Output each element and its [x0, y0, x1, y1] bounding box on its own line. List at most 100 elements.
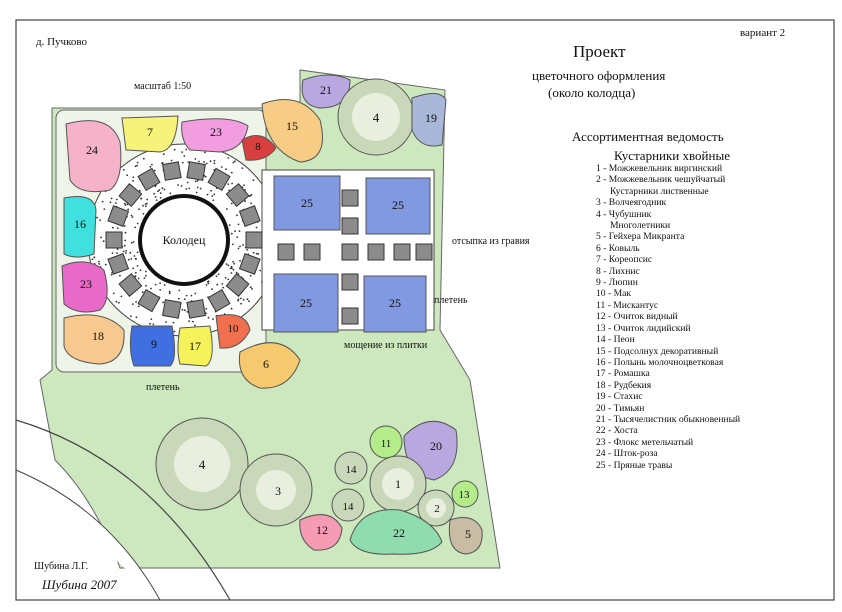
legend-item: 25 - Пряные травы — [596, 459, 673, 471]
bed-number: 23 — [80, 277, 92, 291]
bed-number: 25 — [392, 198, 404, 212]
legend-item: 8 - Лихнис — [596, 265, 640, 277]
bed-number: 3 — [275, 484, 281, 498]
variant-label: вариант 2 — [740, 27, 786, 39]
paving-tile — [186, 299, 207, 319]
legend-item: 2 - Можжевельник чешуйчатый — [596, 174, 726, 186]
legend-item: 9 - Люпин — [596, 277, 638, 289]
bed-number: 22 — [393, 526, 405, 540]
bed-7: 7 — [121, 115, 179, 153]
bed-number: 9 — [151, 337, 157, 351]
bed-17: 17 — [177, 325, 213, 367]
legend-item: 18 - Рудбекия — [596, 379, 652, 391]
legend-item: 3 - Волчеягодник — [596, 197, 667, 209]
project-subtitle: цветочного оформления — [532, 68, 666, 83]
paving-tile — [137, 289, 161, 313]
village-name: д. Пучково — [36, 36, 87, 48]
paving-tile — [245, 231, 263, 249]
paving-tile — [341, 217, 359, 235]
bed-1: 1 — [369, 455, 427, 513]
paving-tile — [393, 243, 411, 261]
bed-3: 3 — [239, 453, 313, 527]
bed-16: 16 — [63, 196, 97, 258]
bed-21: 21 — [301, 74, 351, 109]
bed-6: 6 — [238, 342, 301, 389]
bed-number: 7 — [147, 125, 153, 139]
bed-14-upper: 14 — [334, 451, 368, 485]
bed-number: 14 — [346, 464, 358, 476]
bed-10: 10 — [215, 314, 251, 349]
paving-tile — [341, 307, 359, 325]
paving-tile — [107, 205, 130, 227]
bed-18: 18 — [63, 314, 125, 365]
bed-number: 15 — [286, 119, 298, 133]
legend-item: 20 - Тимьян — [596, 402, 645, 414]
bed-number: 2 — [434, 503, 440, 515]
bed-number: 1 — [395, 477, 401, 491]
legend-item: 15 - Подсолнух декоративный — [596, 345, 719, 357]
bed-4-bottom: 4 — [155, 417, 249, 511]
legend-item: 4 - Чубушник — [596, 208, 652, 220]
bed-number: 18 — [92, 329, 104, 343]
bed-number: 25 — [301, 196, 313, 210]
well — [138, 194, 230, 286]
legend-item: 6 - Ковыль — [596, 242, 640, 254]
bed-number: 24 — [86, 143, 98, 157]
drawing-frame — [15, 19, 835, 601]
paving-tile — [415, 243, 433, 261]
bed-number: 21 — [320, 83, 332, 97]
paving-tile — [137, 167, 161, 191]
fence-left-label: плетень — [146, 382, 180, 393]
paving-tile — [367, 243, 385, 261]
paving-tile — [161, 161, 182, 181]
author-name: Шубина Л.Г. — [34, 561, 89, 572]
paving-label: мощение из плитки — [344, 340, 428, 351]
bed-number: 25 — [389, 296, 401, 310]
bed-number: 16 — [74, 217, 86, 231]
bed-25-a: 25 — [273, 175, 341, 231]
paving-tile — [303, 243, 321, 261]
legend-item: 17 - Ромашка — [596, 368, 650, 380]
bed-number: 11 — [381, 438, 392, 450]
bed-25-b: 25 — [365, 177, 431, 235]
paving-tile — [341, 189, 359, 207]
legend-item: 5 - Гейхера Микранта — [596, 231, 685, 243]
bed-number: 4 — [199, 457, 206, 472]
legend-item: 10 - Мак — [596, 288, 632, 300]
bed-number: 23 — [210, 125, 222, 139]
legend-item: 12 - Очиток видный — [596, 311, 678, 323]
legend-heading: Ассортиментная ведомость — [572, 129, 724, 144]
legend-item: 23 - Флокс метельчатый — [596, 436, 694, 448]
bed-number: 25 — [300, 296, 312, 310]
paving-tile — [341, 273, 359, 291]
bed-24: 24 — [65, 120, 122, 193]
road-edge-inner — [15, 469, 161, 601]
legend-subheading: Кустарники хвойные — [614, 148, 730, 163]
paving-tile — [186, 161, 207, 181]
bed-4-top: 4 — [337, 78, 415, 156]
bed-number: 5 — [465, 527, 471, 541]
legend-item: 16 - Полынь молочноцветковая — [596, 356, 724, 368]
fence-right-label: плетень — [434, 295, 468, 306]
bed-number: 8 — [255, 141, 261, 153]
author-signature: Шубина 2007 — [42, 577, 117, 592]
bed-5: 5 — [448, 517, 483, 555]
paving-tile — [161, 299, 182, 319]
bed-12: 12 — [299, 514, 343, 551]
legend-item: 21 - Тысячелистник обыкновенный — [596, 413, 741, 425]
legend-item: 19 - Стахис — [596, 391, 643, 403]
scale-label: масштаб 1:50 — [134, 81, 191, 92]
bed-number: 12 — [316, 523, 328, 537]
project-subtitle-2: (около колодца) — [548, 85, 636, 100]
paving-tile — [238, 205, 261, 227]
bed-23-left: 23 — [61, 261, 108, 313]
paving-tiles — [105, 161, 433, 325]
paving-tile — [225, 183, 250, 207]
bed-number: 4 — [373, 110, 380, 125]
bed-number: 17 — [189, 339, 201, 353]
legend-item: Многолетники — [610, 220, 671, 232]
bed-number: 19 — [425, 111, 437, 125]
paving-tile — [341, 243, 359, 261]
bed-13: 13 — [451, 480, 479, 508]
project-title: Проект — [573, 42, 626, 61]
